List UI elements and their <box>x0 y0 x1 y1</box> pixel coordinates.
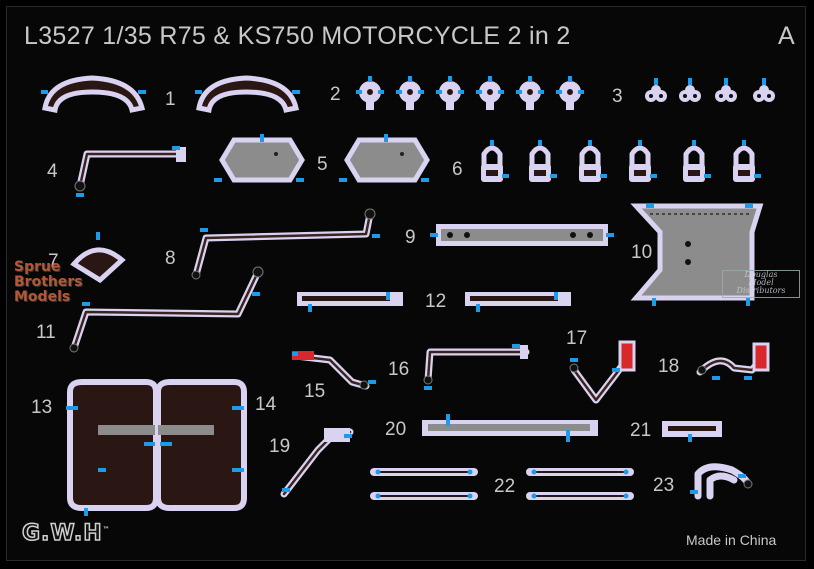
strap-part <box>526 492 634 500</box>
part-16-lever <box>423 344 530 390</box>
part-number-12: 12 <box>425 291 447 312</box>
watermark-sprue-brothers: Sprue Brothers Models <box>14 260 83 305</box>
watermark-line: Models <box>14 289 71 305</box>
sheet-letter: A <box>778 22 795 50</box>
part-22-straps <box>370 468 634 500</box>
part-7-fan <box>70 232 126 284</box>
clip-part <box>476 76 504 110</box>
strap-part <box>370 492 478 500</box>
latch-part <box>481 140 509 182</box>
clip-part <box>556 76 584 110</box>
part-19-bracket <box>280 428 354 498</box>
part-9-bar <box>430 224 614 246</box>
clip-part <box>396 76 424 110</box>
made-in-label: Made in China <box>686 532 777 548</box>
gwh-logo: G.W.H™ <box>21 520 111 547</box>
watermark-line: Brothers <box>14 274 83 290</box>
part-number-3: 3 <box>612 86 623 107</box>
part-3-trefoils <box>645 78 775 102</box>
part-number-19: 19 <box>269 436 291 457</box>
watermark-line: Sprue <box>14 259 61 275</box>
part-20-bar <box>422 414 598 442</box>
strap-part <box>526 468 634 476</box>
watermark-line: Distributors <box>736 286 786 295</box>
part-number-10: 10 <box>631 242 653 263</box>
part-12-bar-right <box>465 292 571 312</box>
part-17-pedal <box>569 340 636 404</box>
part-number-2: 2 <box>330 84 341 105</box>
part-number-7: 7 <box>48 251 59 272</box>
part-number-5: 5 <box>317 154 328 175</box>
part-number-16: 16 <box>388 359 410 380</box>
part-1-fender-right <box>195 75 300 113</box>
trefoil-part <box>715 78 737 102</box>
part-number-22: 22 <box>494 476 516 497</box>
part-number-13: 13 <box>31 397 53 418</box>
part-11-rod <box>69 266 264 353</box>
latch-part <box>683 140 711 182</box>
latch-part <box>629 140 657 182</box>
watermark-line: Model <box>748 278 774 287</box>
part-number-23: 23 <box>653 475 675 496</box>
part-number-21: 21 <box>630 420 652 441</box>
part-15-pedal <box>292 351 376 390</box>
part-number-9: 9 <box>405 227 416 248</box>
part-18-pedal <box>696 342 770 380</box>
part-23-hook <box>690 463 753 500</box>
latch-part <box>733 140 761 182</box>
part-14-plate <box>155 379 247 511</box>
watermark-line: Douglas <box>744 270 778 279</box>
part-number-17: 17 <box>566 328 588 349</box>
part-2-clips <box>356 76 584 110</box>
part-number-1: 1 <box>165 89 176 110</box>
clip-part <box>516 76 544 110</box>
trefoil-part <box>679 78 701 102</box>
part-number-20: 20 <box>385 419 407 440</box>
part-number-18: 18 <box>658 356 680 377</box>
part-6-latches <box>481 140 761 182</box>
part-13-plate <box>66 379 160 516</box>
part-4-lever <box>74 146 186 197</box>
part-5-plate-left <box>214 134 305 183</box>
logo-tm: ™ <box>102 525 111 534</box>
part-10-shield <box>630 203 764 306</box>
part-number-4: 4 <box>47 161 58 182</box>
part-5-plate-right <box>339 134 430 183</box>
latch-part <box>579 140 607 182</box>
clip-part <box>356 76 384 110</box>
watermark-douglas: Douglas Model Distributors <box>722 270 800 298</box>
part-21-strip <box>662 421 722 442</box>
part-number-15: 15 <box>304 381 326 402</box>
trefoil-part <box>753 78 775 102</box>
logo-text: G.W.H <box>21 520 103 547</box>
part-number-6: 6 <box>452 159 463 180</box>
part-number-8: 8 <box>165 248 176 269</box>
part-8-rod <box>191 208 380 280</box>
trefoil-part <box>645 78 667 102</box>
latch-part <box>529 140 557 182</box>
part-1-fender-left <box>41 75 146 113</box>
strap-part <box>370 468 478 476</box>
part-number-11: 11 <box>36 322 56 343</box>
part-12-bar-left <box>297 292 403 312</box>
sheet-title: L3527 1/35 R75 & KS750 MOTORCYCLE 2 in 2 <box>24 22 571 50</box>
clip-part <box>436 76 464 110</box>
part-number-14: 14 <box>255 394 277 415</box>
